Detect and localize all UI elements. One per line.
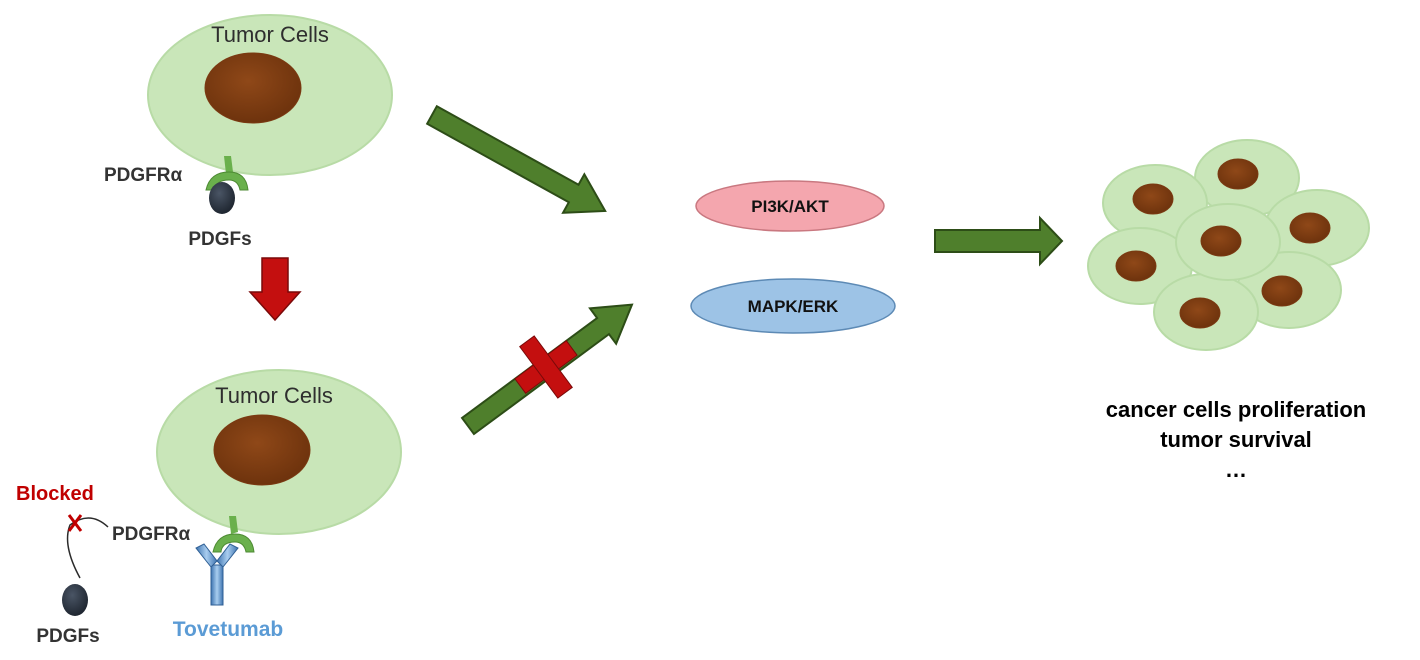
outcome-line-1: cancer cells proliferation [1106,397,1366,422]
bottom-receptor-label: PDGFRα [112,524,191,545]
top-receptor-label: PDGFRα [104,165,183,186]
cluster-cell [1153,273,1259,351]
cluster-cell [1175,203,1281,281]
bottom-receptor-icon [212,516,255,553]
pathway-mapk-erk: MAPK/ERK [690,278,896,334]
blocked-binding-line [66,517,109,579]
top-cell-nucleus [204,52,302,124]
antibody-icon [195,543,239,606]
proliferating-cell-cluster [1087,139,1370,351]
outcome-line-3: … [1225,457,1247,482]
top-ligand-icon [209,182,235,214]
pathway-pi3k-akt-label: PI3K/AKT [751,197,829,216]
blocked-label: Blocked [16,483,94,505]
cluster-cell [1194,139,1300,217]
outcome-line-2: tumor survival [1160,427,1312,452]
top-ligand-label: PDGFs [188,229,251,250]
bottom-cell-nucleus [213,414,311,486]
antibody-label: Tovetumab [173,618,283,641]
bottom-cell-caption: Tumor Cells [215,383,333,408]
outcome-text: cancer cells proliferation tumor surviva… [1106,397,1366,482]
top-receptor-icon [205,156,249,191]
red-cross-icon [514,335,578,399]
green-arrow-pathways-to-cluster [934,215,1064,267]
blocked-x-icon [67,514,83,532]
pathway-mapk-erk-label: MAPK/ERK [748,297,839,316]
pathway-pi3k-akt: PI3K/AKT [695,180,885,232]
bottom-tumor-cell: Tumor Cells Blocked PDGFRα PDGFs Tovetum… [16,369,402,647]
top-cell-caption: Tumor Cells [211,22,329,47]
bottom-ligand-label: PDGFs [36,626,99,647]
green-arrow-top-to-pathways [425,104,607,214]
top-tumor-cell: Tumor Cells PDGFRα PDGFs [104,14,393,250]
bottom-ligand-icon [62,584,88,616]
cluster-cell [1087,227,1193,305]
red-down-arrow [248,257,302,322]
cluster-cell [1102,164,1208,242]
